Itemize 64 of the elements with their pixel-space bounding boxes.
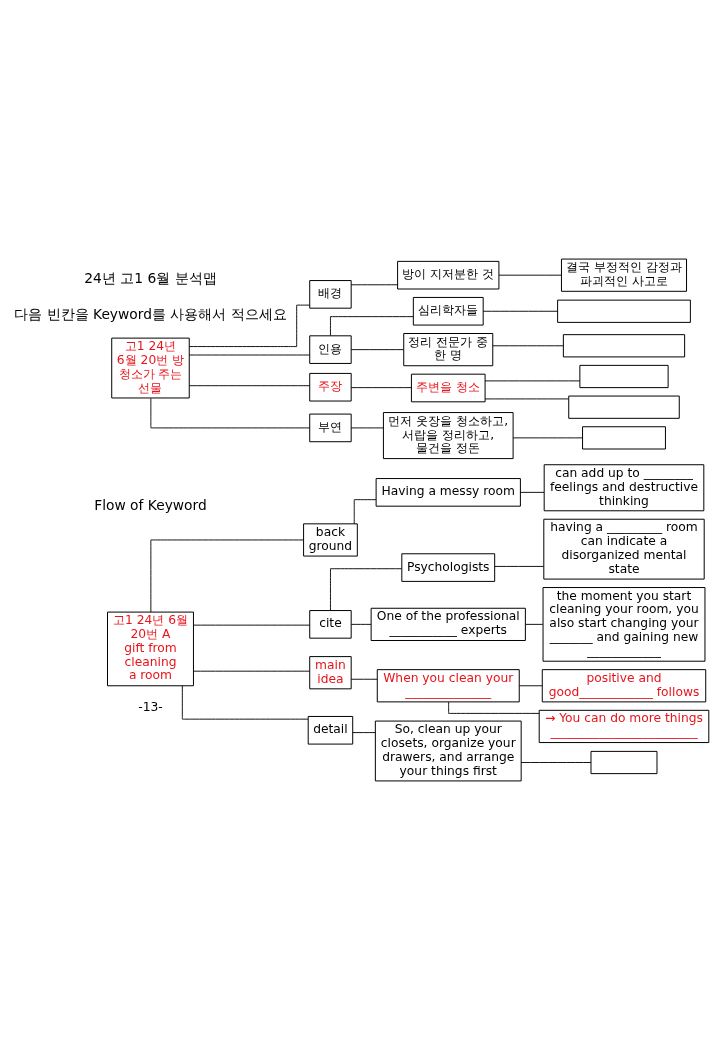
- node-box: [557, 299, 691, 323]
- node-box: can add up to ________ feelings and destructive thinking: [543, 464, 705, 512]
- node-box: [568, 395, 680, 419]
- connector: [494, 565, 544, 567]
- connector: [353, 499, 377, 525]
- connector: [350, 623, 372, 625]
- node-box: One of the professional ___________ experts: [370, 607, 526, 641]
- node-box: → You can do more things ________________________: [538, 709, 710, 744]
- node-box: 심리학자들: [412, 296, 484, 326]
- connector: [350, 284, 398, 286]
- node-box: When you clean your ______________: [376, 669, 520, 703]
- connector: [525, 623, 544, 625]
- connector: [150, 539, 305, 613]
- node-box: So, clean up your closets, organize your drawers, and arrange your things first: [374, 720, 522, 782]
- connector: [188, 354, 311, 356]
- connector: [193, 670, 311, 672]
- node-box: cite: [309, 610, 352, 639]
- node-box: the moment you start cleaning your room, you also start changing your _______ and gaining new ____________: [542, 587, 706, 662]
- node-box: [590, 750, 658, 775]
- connector: [484, 398, 569, 400]
- connector: [520, 491, 545, 493]
- node-box: 부연: [309, 413, 352, 443]
- node-box: positive and good____________ follows: [541, 669, 707, 703]
- label: -13-: [138, 699, 163, 714]
- connector: [350, 678, 378, 680]
- connector: [181, 685, 309, 720]
- connector: [519, 685, 543, 687]
- node-box: detail: [307, 715, 354, 745]
- connector: [520, 762, 592, 763]
- node-box: Having a messy room: [375, 478, 521, 507]
- connector: [482, 310, 558, 312]
- connector: [350, 349, 404, 351]
- node-box: [579, 364, 669, 389]
- node-box: 주장: [309, 372, 352, 402]
- label: 24년 고1 6월 분석맵: [84, 270, 217, 287]
- connector: [330, 568, 403, 611]
- node-box: [562, 334, 686, 358]
- node-box: 방이 지저분한 것: [397, 260, 500, 290]
- connector: [330, 316, 414, 336]
- connector: [188, 385, 311, 387]
- connector: [350, 427, 384, 429]
- node-box: 고1 24년 6월 20번 A gift from cleaning a room: [107, 611, 194, 687]
- connector: [350, 387, 412, 389]
- connector: [512, 437, 583, 439]
- node-box: 인용: [309, 335, 352, 364]
- label: Flow of Keyword: [94, 497, 207, 514]
- node-box: [582, 426, 666, 450]
- node-box: 정리 전문가 중 한 명: [403, 333, 494, 367]
- label: 다음 빈칸을 Keyword를 사용해서 적으세요: [14, 306, 287, 323]
- node-box: 고1 24년 6월 20번 방 청소가 주는 선물: [111, 337, 190, 399]
- connector: [498, 274, 562, 276]
- node-box: having a _________ room can indicate a disorganized mental state: [543, 518, 705, 580]
- connector: [492, 345, 564, 347]
- node-box: Psychologists: [401, 553, 496, 582]
- connector: [193, 624, 311, 626]
- node-box: 먼저 옷장을 청소하고, 서랍을 정리하고, 물건을 정돈: [382, 412, 514, 460]
- connector: [150, 397, 310, 429]
- connector: [484, 380, 581, 382]
- connector: [352, 732, 376, 734]
- node-box: 주변을 청소: [410, 373, 486, 403]
- node-box: 결국 부정적인 감정과 파괴적인 사고로: [560, 258, 688, 292]
- node-box: back ground: [303, 523, 358, 557]
- node-box: main idea: [309, 656, 352, 690]
- node-box: 배경: [309, 280, 352, 309]
